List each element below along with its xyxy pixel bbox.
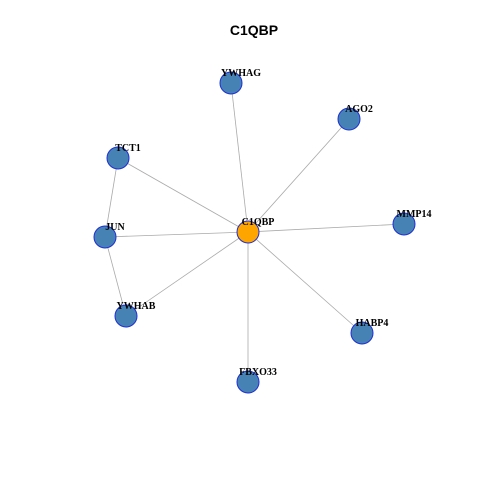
- node-label-ywhag: YWHAG: [221, 68, 261, 79]
- node-label-fbxo33: FBXO33: [239, 367, 277, 378]
- edge-layer: [104, 82, 405, 382]
- node-circle-c1qbp[interactable]: [236, 220, 260, 244]
- node-tct1[interactable]: TCT1: [106, 143, 141, 170]
- edge-jun-ywhab: [104, 236, 127, 317]
- node-label-tct1: TCT1: [115, 143, 141, 154]
- graph-title: C1QBP: [230, 22, 278, 38]
- node-circle-tct1[interactable]: [106, 146, 130, 170]
- node-mmp14[interactable]: MMP14: [392, 209, 432, 236]
- node-fbxo33[interactable]: FBXO33: [236, 367, 277, 394]
- edge-c1qbp-jun: [104, 231, 249, 238]
- node-circle-jun[interactable]: [93, 225, 117, 249]
- node-label-ago2: AGO2: [345, 104, 373, 115]
- node-label-mmp14: MMP14: [397, 209, 432, 220]
- node-label-c1qbp: C1QBP: [242, 217, 275, 228]
- node-circle-mmp14[interactable]: [392, 212, 416, 236]
- node-habp4[interactable]: HABP4: [350, 318, 389, 345]
- edge-c1qbp-ywhag: [230, 82, 249, 233]
- node-ywhab[interactable]: YWHAB: [114, 301, 156, 328]
- node-circle-habp4[interactable]: [350, 321, 374, 345]
- node-circle-ywhab[interactable]: [114, 304, 138, 328]
- node-jun[interactable]: JUN: [93, 222, 125, 249]
- node-ago2[interactable]: AGO2: [337, 104, 373, 131]
- node-ywhag[interactable]: YWHAG: [219, 68, 261, 95]
- edge-c1qbp-ywhab: [125, 231, 249, 317]
- edge-c1qbp-mmp14: [247, 223, 405, 233]
- node-label-habp4: HABP4: [356, 318, 389, 329]
- edge-c1qbp-habp4: [247, 231, 363, 334]
- node-c1qbp[interactable]: C1QBP: [236, 217, 275, 244]
- edge-tct1-jun: [104, 157, 119, 238]
- node-label-ywhab: YWHAB: [117, 301, 156, 312]
- edge-c1qbp-ago2: [247, 118, 350, 233]
- node-circle-ywhag[interactable]: [219, 71, 243, 95]
- edge-c1qbp-tct1: [117, 157, 249, 233]
- node-circle-ago2[interactable]: [337, 107, 361, 131]
- node-label-jun: JUN: [105, 222, 125, 233]
- node-circle-fbxo33[interactable]: [236, 370, 260, 394]
